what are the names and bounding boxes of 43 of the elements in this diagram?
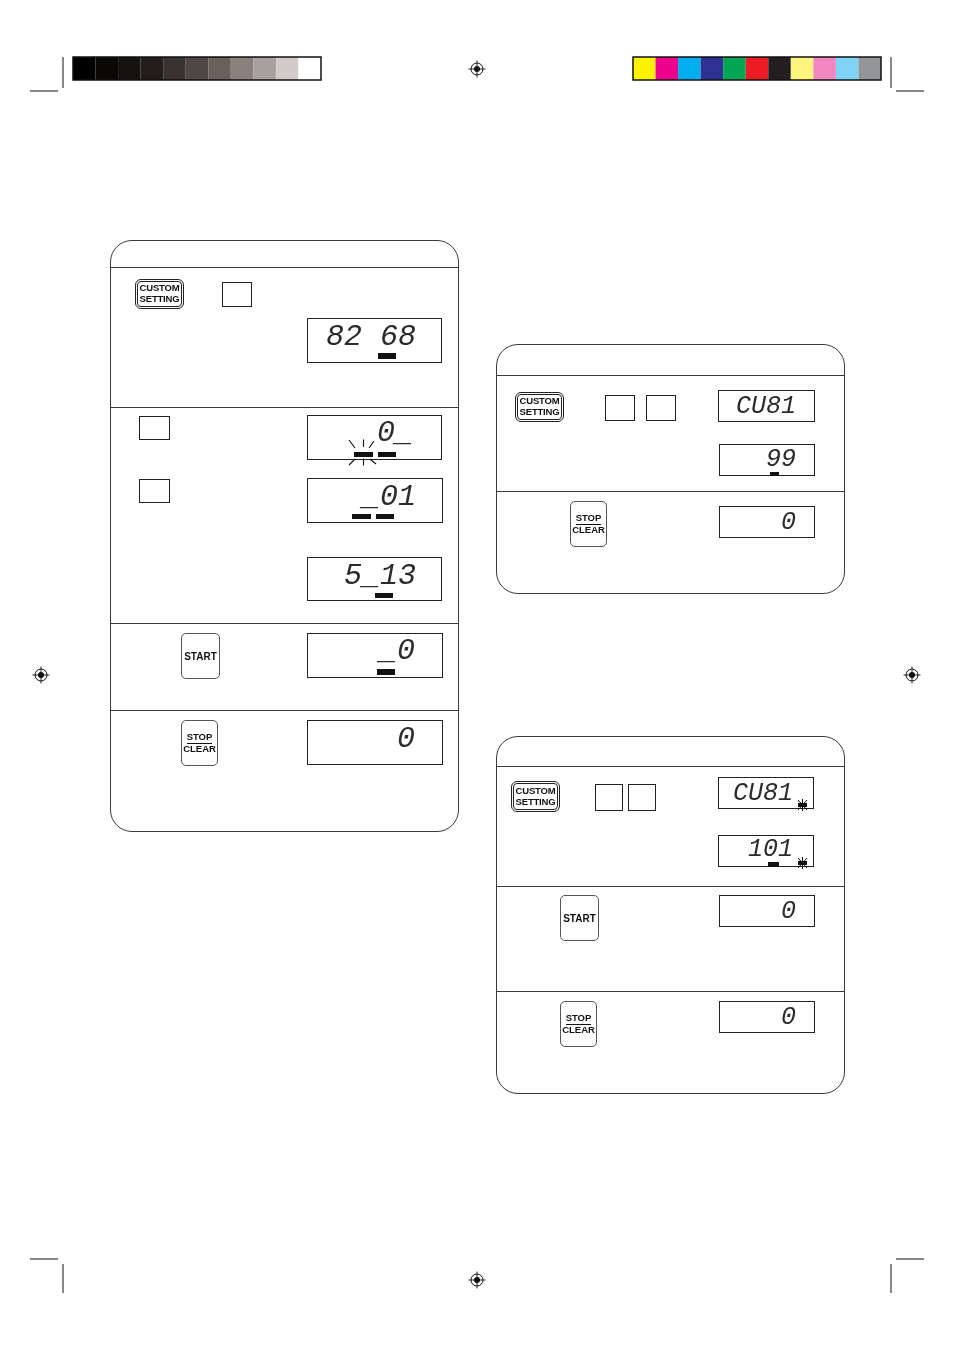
- display-readout: _0: [379, 636, 415, 666]
- step-panel: [496, 344, 845, 594]
- display-readout: 0_: [377, 418, 413, 448]
- blank-key: [139, 479, 170, 503]
- display-readout: CU81: [733, 781, 793, 806]
- start-button: START: [181, 633, 220, 679]
- display-readout: CU81: [736, 394, 796, 419]
- lcd-display: [718, 390, 815, 422]
- stop-clear-button: STOP CLEAR: [570, 501, 607, 547]
- display-readout: 99: [766, 447, 796, 472]
- display-readout: _01: [362, 482, 416, 512]
- lcd-display: [307, 478, 443, 523]
- start-button: START: [560, 895, 599, 941]
- step-panel: [496, 736, 845, 1094]
- lcd-display: [719, 1001, 815, 1033]
- lcd-display: [718, 835, 814, 867]
- custom-setting-button: CUSTOM SETTING: [135, 279, 184, 309]
- blank-key: [646, 395, 676, 421]
- display-readout: 5_13: [344, 561, 416, 591]
- stop-clear-button: STOP CLEAR: [560, 1001, 597, 1047]
- display-readout: 0: [781, 1005, 796, 1030]
- lcd-display: [307, 720, 443, 765]
- display-readout: 82 68: [326, 322, 416, 352]
- lcd-display: [307, 557, 442, 601]
- step-panel: [110, 240, 459, 832]
- custom-setting-button: CUSTOM SETTING: [515, 392, 564, 422]
- stop-clear-button: STOP CLEAR: [181, 720, 218, 766]
- display-readout: 0: [781, 899, 796, 924]
- blank-key: [605, 395, 635, 421]
- lcd-display: [718, 777, 814, 809]
- display-readout: 101: [748, 837, 793, 862]
- display-readout: 0: [397, 724, 415, 754]
- blank-key: [628, 784, 656, 811]
- lcd-display: [719, 506, 815, 538]
- custom-setting-button: CUSTOM SETTING: [511, 781, 560, 812]
- blank-key: [595, 784, 623, 811]
- display-readout: 0: [781, 510, 796, 535]
- lcd-display: [719, 444, 815, 476]
- lcd-display: [719, 895, 815, 927]
- blank-key: [222, 282, 252, 307]
- lcd-display: [307, 318, 442, 363]
- blank-key: [139, 416, 170, 440]
- lcd-display: [307, 633, 443, 678]
